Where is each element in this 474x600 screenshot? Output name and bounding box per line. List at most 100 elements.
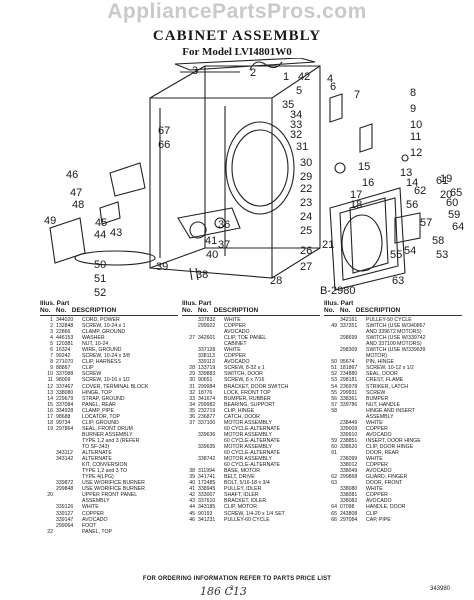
illus-number: 58: [331, 407, 337, 414]
callout-labels: 3 2 1 42 4 5 6 7 8 9 10 11 12 13 14 15 1…: [44, 65, 464, 298]
part-row: ASSEMBLY: [40, 498, 178, 504]
exploded-diagram: 3 2 1 42 4 5 6 7 8 9 10 11 12 13 14 15 1…: [44, 58, 464, 298]
callout-58: 58: [432, 235, 444, 247]
handwritten-note: 186 C13: [200, 585, 247, 598]
illus-number: 19: [47, 425, 53, 432]
callout-65: 65: [450, 187, 462, 199]
part-number: 88867: [56, 365, 71, 372]
part-number: 297084: [340, 516, 358, 523]
part-number: 311994: [198, 468, 215, 475]
callout-55: 55: [390, 249, 402, 261]
callout-33: 33: [290, 119, 302, 131]
part-number: 338080: [56, 389, 74, 396]
callout-48: 48: [72, 199, 84, 211]
part-number: 299064: [56, 522, 74, 529]
part-description: PULLEY, IDLER: [224, 486, 262, 493]
part-row: 339636 MOTOR ASSEMBLY: [182, 432, 320, 438]
callout-13: 13: [400, 167, 412, 179]
part-description: CABINET: [224, 341, 247, 348]
column-header: Illus. Part No. No. DESCRIPTION: [40, 300, 117, 314]
part-description: 60 CYCLE-ALTERNATE: [224, 462, 281, 469]
illus-number: 14: [47, 395, 53, 402]
part-number: [56, 529, 82, 535]
part-description: COPPER: [82, 510, 104, 517]
callout-14: 14: [406, 177, 418, 189]
part-number: 243808: [340, 510, 358, 517]
part-number: 338049: [340, 468, 358, 475]
part-number: 339126: [56, 504, 74, 511]
part-description: CLIP, HARNESS: [82, 359, 121, 366]
callout-62: 62: [414, 185, 426, 197]
part-description: PULLEY-50 CYCLE: [366, 317, 412, 323]
part-number: 22866: [56, 329, 71, 336]
part-description: CAP, PIPE: [366, 516, 391, 523]
part-description: WHITE: [224, 347, 241, 354]
callout-21: 21: [322, 239, 334, 251]
callout-5: 5: [296, 85, 302, 97]
illus-number: 3: [50, 329, 53, 336]
part-description: BURNER ASSEMBLY: [82, 431, 133, 438]
part-description: USE W/ORIFICE BURNER: [82, 486, 145, 493]
part-number: 333007: [198, 492, 216, 499]
part-description: WHITE: [82, 504, 99, 511]
part-description: ALTERNATE: [82, 450, 112, 457]
part-number: 90651: [198, 377, 213, 384]
part-description: SWITCH (USE W/339742: [366, 335, 426, 342]
part-description: AVOCADO: [82, 516, 108, 523]
part-number: 337467: [56, 383, 74, 390]
illus-number: 27: [189, 335, 195, 342]
part-description: CLIP, TOE PANEL: [224, 335, 267, 342]
part-number: 337088: [56, 371, 74, 378]
callout-54: 54: [404, 245, 416, 257]
part-description: USE W/ORIFICE BURNER: [82, 480, 145, 487]
callout-67: 67: [158, 125, 170, 137]
illus-number: 49: [331, 323, 337, 330]
part-description: MOTOR ASSEMBLY: [224, 431, 272, 438]
illus-number: 32: [189, 389, 195, 396]
part-number: 337100: [198, 419, 216, 426]
part-description: ASSEMBLY: [366, 413, 394, 420]
part-description: SEAL, DOOR: [366, 371, 398, 378]
part-description: TYPE 1,2 and 3 TO: [82, 468, 128, 475]
part-row: CABINET: [182, 341, 320, 347]
part-description: SCREW: [366, 389, 386, 396]
part-number: 236099: [340, 456, 358, 463]
part-description: COVER, TERMINAL BLOCK: [82, 383, 149, 390]
callout-22: 22: [300, 183, 312, 195]
part-number: 299868: [340, 474, 358, 481]
illus-number: 54: [331, 383, 337, 390]
callout-51: 51: [94, 273, 106, 285]
callout-34: 34: [290, 109, 302, 121]
callout-18: 18: [350, 199, 362, 211]
illus-number: 7: [50, 353, 53, 360]
part-number: 339636: [198, 431, 216, 438]
part-row: KIT, CONVERSION: [40, 462, 178, 468]
part-number: 334928: [56, 407, 74, 414]
callout-64: 64: [452, 221, 464, 233]
callout-35: 35: [282, 99, 294, 111]
callout-41: 41: [205, 235, 217, 247]
callout-43: 43: [110, 227, 122, 239]
doc-number: 343980: [430, 586, 451, 592]
illus-number: 55: [331, 389, 337, 396]
part-number: 98688: [56, 413, 71, 420]
part-number: 99734: [56, 419, 71, 426]
part-description: HANDLE, DOOR: [366, 504, 406, 511]
